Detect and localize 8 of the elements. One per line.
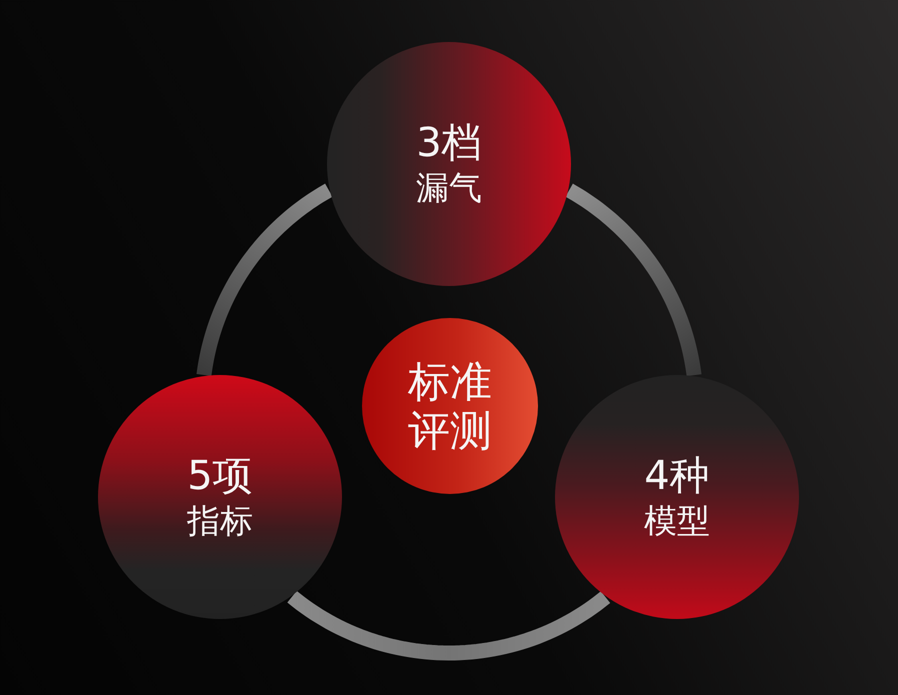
circle-heading: 4种 <box>644 452 710 500</box>
circle-subtitle: 指标 <box>187 502 253 542</box>
circle-heading: 5项 <box>187 452 253 500</box>
ring-arc <box>287 590 610 660</box>
circle-subtitle: 漏气 <box>416 169 482 208</box>
circle-heading: 3档 <box>416 120 482 168</box>
center-label: 标准评测 <box>407 356 493 456</box>
circle-subtitle: 模型 <box>644 502 710 542</box>
